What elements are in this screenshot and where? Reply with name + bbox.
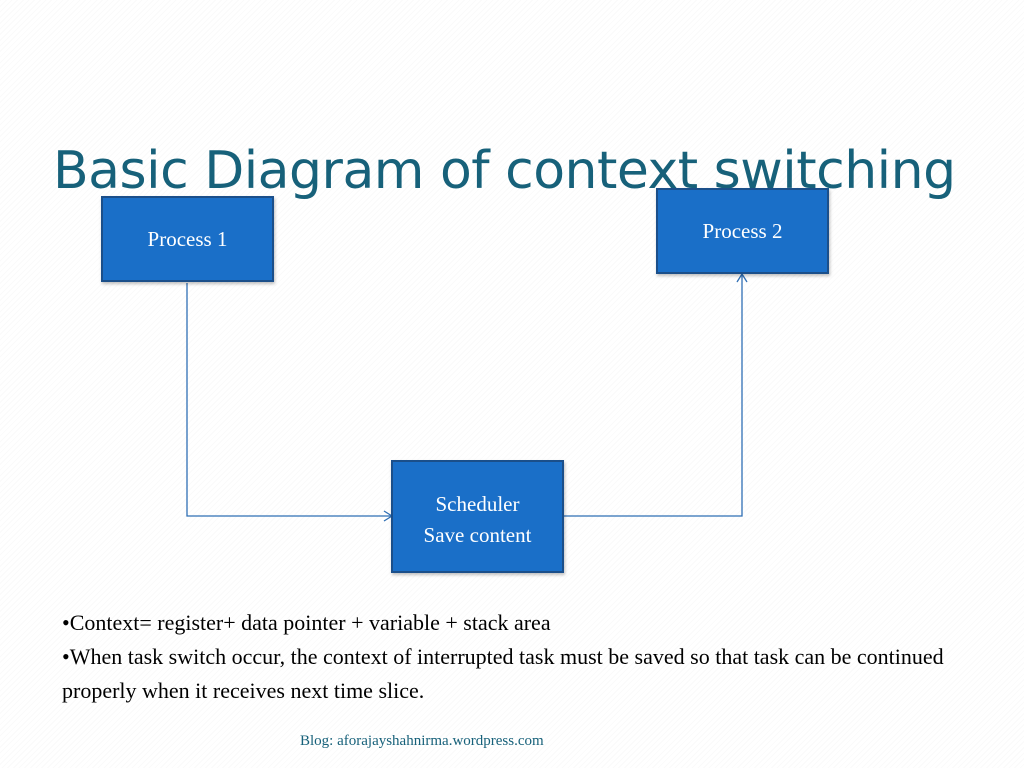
arrowhead-process2	[736, 272, 748, 283]
save-content-label: Save content	[423, 523, 532, 547]
process-1-label: Process 1	[147, 227, 228, 251]
scheduler-box: Scheduler Save content	[391, 460, 564, 573]
note-context-definition: •Context= register+ data pointer + varia…	[62, 610, 551, 635]
process-2-box: Process 2	[656, 188, 829, 274]
edge-scheduler-to-process2	[564, 275, 743, 517]
process-1-box: Process 1	[101, 196, 274, 282]
note-task-switch: •When task switch occur, the context of …	[62, 644, 944, 703]
notes: •Context= register+ data pointer + varia…	[62, 606, 962, 708]
scheduler-label: Scheduler	[435, 492, 520, 516]
process-2-label: Process 2	[702, 219, 783, 243]
blog-footer: Blog: aforajayshahnirma.wordpress.com	[300, 733, 544, 749]
edge-process1-to-scheduler	[186, 283, 391, 517]
